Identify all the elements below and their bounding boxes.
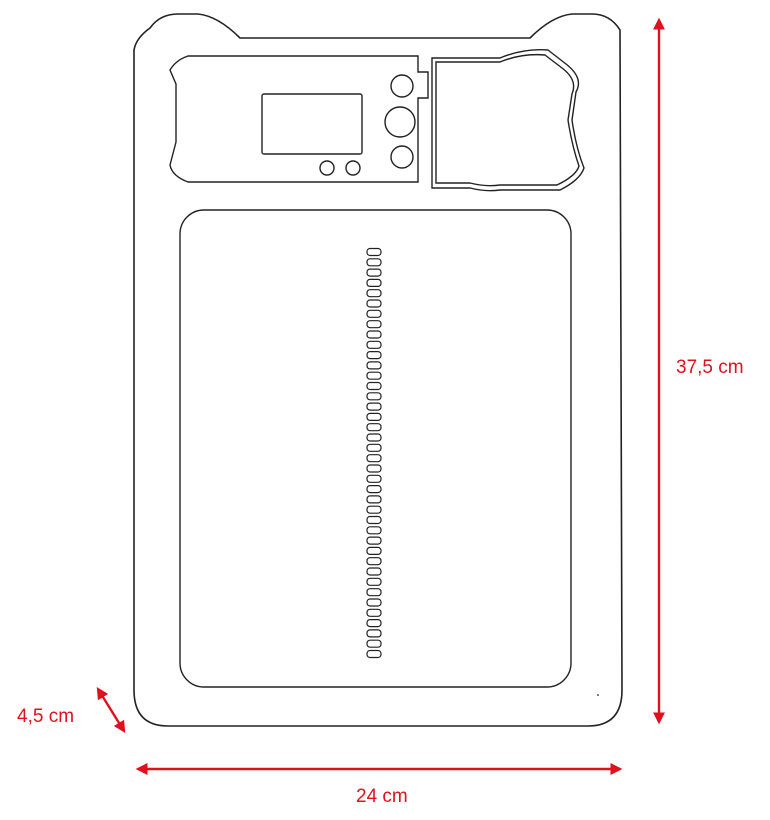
button-top xyxy=(390,74,414,98)
control-panel xyxy=(169,55,429,183)
ruler-slot xyxy=(366,299,382,308)
ruler-slot xyxy=(366,402,382,411)
depth-label: 4,5 cm xyxy=(17,706,75,727)
ruler-slot xyxy=(366,505,382,514)
ruler-slot xyxy=(366,464,382,473)
ruler-slot xyxy=(366,392,382,401)
width-label: 24 cm xyxy=(356,786,408,807)
ruler-slot xyxy=(366,320,382,329)
ruler-slot xyxy=(366,412,382,421)
corner-dot xyxy=(597,694,599,696)
cup-compartment-outer xyxy=(431,48,585,192)
ruler-slot xyxy=(366,258,382,267)
ruler-slot xyxy=(366,598,382,607)
cup-compartment-inner xyxy=(435,53,580,187)
ruler-slot xyxy=(366,361,382,370)
ruler-slot xyxy=(366,608,382,617)
ruler-slot xyxy=(366,340,382,349)
ruler-slot xyxy=(366,268,382,277)
ruler-slot xyxy=(366,247,382,257)
ruler-slot xyxy=(366,629,382,638)
small-button-left xyxy=(319,160,335,176)
ruler-slot xyxy=(366,515,382,525)
ruler-slot xyxy=(366,278,382,287)
ruler-slot xyxy=(366,454,382,463)
ruler-slot xyxy=(366,433,382,442)
button-bottom xyxy=(390,145,414,169)
ruler-slot xyxy=(366,381,382,391)
ruler-slot xyxy=(366,639,382,648)
ruler-slot xyxy=(366,485,382,494)
ruler-slot xyxy=(366,546,382,556)
ruler-slot xyxy=(366,330,382,339)
ruler-slot xyxy=(366,618,382,628)
ruler-slot xyxy=(366,371,382,380)
ruler-slot xyxy=(366,649,382,659)
ruler-slot xyxy=(366,309,382,318)
ruler-slot xyxy=(366,351,382,360)
ruler-slot xyxy=(366,289,382,298)
ruler-slot xyxy=(366,536,382,545)
small-button-right xyxy=(345,160,361,176)
ruler-slots xyxy=(366,247,382,659)
height-label: 37,5 cm xyxy=(676,357,744,378)
ruler-slot xyxy=(366,588,382,597)
main-knob xyxy=(384,106,416,138)
work-surface xyxy=(179,209,572,688)
depth-dimension-arrow xyxy=(96,686,126,734)
display-screen xyxy=(261,93,363,155)
ruler-slot xyxy=(366,423,382,432)
ruler-slot xyxy=(366,474,382,483)
ruler-slot xyxy=(366,526,382,535)
case-outline xyxy=(133,13,623,727)
ruler-slot xyxy=(366,577,382,586)
ruler-slot xyxy=(366,557,382,566)
ruler-slot xyxy=(366,495,382,504)
ruler-slot xyxy=(366,443,382,452)
ruler-slot xyxy=(366,567,382,576)
